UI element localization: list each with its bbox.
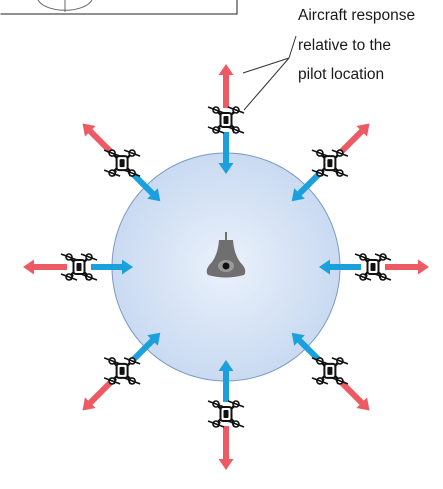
arrow-away-icon [336, 123, 370, 157]
aircraft-unit [23, 253, 133, 281]
aircraft-unit [207, 360, 245, 470]
arrow-toward-icon [91, 259, 133, 275]
quadcopter-icon [311, 357, 349, 385]
pilot-icon [206, 232, 246, 278]
arrow-away-icon [23, 259, 67, 275]
quadcopter-icon [103, 149, 141, 177]
arrow-away-icon [82, 123, 116, 157]
arrow-toward-icon [218, 132, 234, 174]
quadcopter-icon [354, 253, 392, 281]
arrow-away-icon [218, 426, 234, 470]
aircraft-unit [319, 253, 429, 281]
aircraft-unit [291, 123, 370, 202]
inset-panel [0, 0, 238, 15]
callout-line-2: relative to the [298, 37, 391, 54]
aircraft-unit [291, 332, 370, 411]
quadcopter-icon [207, 400, 245, 428]
aircraft-group [23, 64, 429, 470]
aircraft-unit [207, 64, 245, 174]
quadcopter-icon [207, 106, 245, 134]
callout-leader-lines [242, 35, 297, 111]
callout-line-1: Aircraft response [298, 7, 415, 24]
quadcopter-icon [60, 253, 98, 281]
arrow-toward-icon [319, 259, 361, 275]
quadcopter-icon [311, 149, 349, 177]
arrow-away-icon [336, 377, 370, 411]
aircraft-unit [82, 332, 161, 411]
callout-line-3: pilot location [298, 66, 384, 83]
quadcopter-icon [103, 357, 141, 385]
aircraft-unit [82, 123, 161, 202]
callout: Aircraft response relative to the pilot … [242, 7, 415, 111]
arrow-away-icon [82, 377, 116, 411]
arrow-away-icon [218, 64, 234, 108]
arrow-toward-icon [218, 360, 234, 402]
arrow-away-icon [385, 259, 429, 275]
